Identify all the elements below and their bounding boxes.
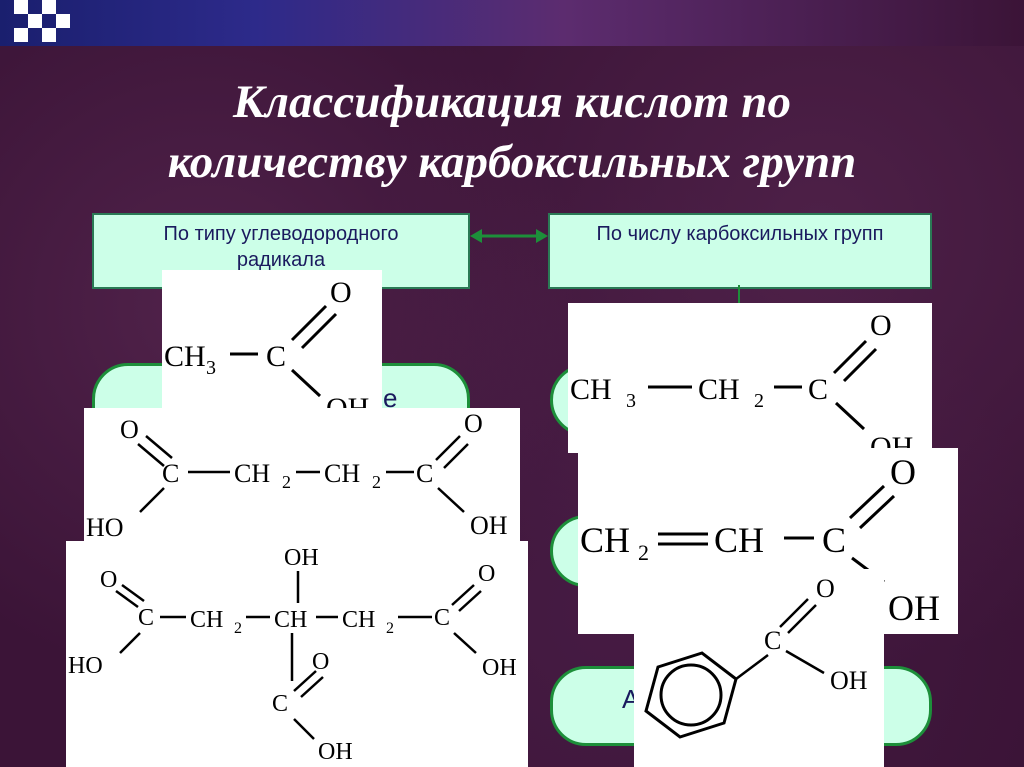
atom-label: O (816, 574, 835, 603)
atom-label: OH (830, 666, 868, 695)
slide-title: Классификация кислот по количеству карбо… (40, 72, 984, 192)
atom-label: CH (580, 520, 630, 560)
atom-label: OH (482, 655, 517, 681)
atom-label: C (162, 459, 179, 488)
atom-label: O (100, 567, 117, 593)
atom-label: 3 (206, 357, 216, 379)
atom-label: 2 (372, 472, 381, 492)
decor-square (42, 28, 56, 42)
atom-label: OH (318, 739, 353, 765)
atom-label: HO (68, 653, 103, 679)
decor-square (14, 28, 28, 42)
atom-label: CH (698, 373, 740, 406)
atom-label: 2 (234, 620, 242, 637)
structure-acetic-acid: O CH 3 C OH (162, 270, 382, 410)
atom-label: O (478, 561, 495, 587)
connector-line (738, 285, 740, 305)
structure-propionic-acid: O CH 3 CH 2 C OH (568, 303, 932, 453)
atom-label: CH (342, 607, 375, 633)
category-box-label: По числу карбоксильных групп (596, 223, 884, 245)
atom-label: CH (324, 459, 360, 488)
atom-label: CH (190, 607, 223, 633)
title-line-1: Классификация кислот по (233, 76, 791, 128)
atom-label: CH (274, 607, 307, 633)
atom-label: O (464, 409, 483, 438)
decor-square (14, 0, 28, 14)
atom-label: O (870, 309, 892, 342)
atom-label: C (272, 691, 288, 717)
category-box-label: По типу углеводородного радикала (163, 223, 399, 271)
structure-citric-acid: OH O C CH 2 CH CH 2 C O HO OH O C OH (66, 541, 528, 767)
atom-label: 2 (282, 472, 291, 492)
atom-label: O (890, 452, 916, 492)
atom-label: O (120, 415, 139, 444)
atom-label: OH (870, 431, 913, 453)
atom-label: 2 (754, 390, 764, 412)
atom-label: CH (164, 340, 206, 373)
atom-label: OH (284, 545, 319, 571)
title-line-2: количеству карбоксильных групп (167, 136, 857, 188)
pill-text-fragment: е (383, 383, 398, 413)
atom-label: C (416, 459, 433, 488)
decor-square (56, 14, 70, 28)
atom-label: C (138, 605, 154, 631)
atom-label: C (822, 520, 846, 560)
header-bar (0, 0, 1024, 46)
category-box-carboxyl: По числу карбоксильных групп (548, 213, 932, 289)
double-arrow-icon (470, 229, 548, 243)
atom-label: CH (234, 459, 270, 488)
atom-label: OH (888, 588, 940, 628)
atom-label: OH (326, 392, 369, 410)
atom-label: HO (86, 513, 124, 542)
atom-label: C (764, 626, 781, 655)
atom-label: 3 (626, 390, 636, 412)
atom-label: 2 (638, 540, 649, 565)
atom-label: C (266, 340, 286, 373)
atom-label: 2 (386, 620, 394, 637)
atom-label: O (312, 649, 329, 675)
atom-label: C (808, 373, 828, 406)
atom-label: CH (714, 520, 764, 560)
atom-label: C (434, 605, 450, 631)
structure-succinic-acid: O C CH 2 CH 2 C O HO OH (84, 408, 520, 548)
decor-square (28, 14, 42, 28)
structure-benzoic-acid: O C OH (634, 569, 884, 767)
decor-square (42, 0, 56, 14)
atom-label: CH (570, 373, 612, 406)
atom-label: O (330, 276, 352, 309)
atom-label: OH (470, 511, 508, 540)
